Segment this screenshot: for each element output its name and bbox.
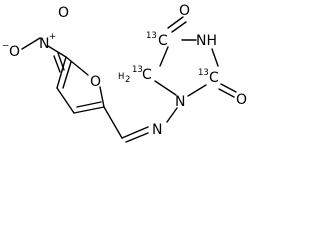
c13-right-iso: 13	[198, 68, 209, 78]
bond-c2-o-b	[218, 88, 235, 98]
structure-svg: O − N + O O N N H 2 13 C 13 C O NH 13 C …	[2, 3, 247, 143]
bond-nitro-o-double-b	[53, 55, 61, 73]
bond-o-c5	[65, 56, 89, 76]
atom-c13-top: C	[158, 33, 168, 49]
bond-ch-n-a	[121, 126, 149, 139]
bond-ch2-c4	[159, 46, 169, 67]
atom-nitro-n: N	[39, 36, 49, 52]
bond-c3-c2	[73, 106, 105, 114]
bond-c2-n1	[187, 84, 207, 97]
bond-c4-c3	[56, 87, 75, 114]
ch2-iso-label: 13	[132, 65, 143, 75]
charge-minus: −	[2, 41, 9, 51]
bond-c4-o-a	[171, 21, 187, 33]
atom-imine-n: N	[152, 122, 162, 138]
ch2-h-label: H	[118, 72, 124, 82]
bond-c2-ch	[103, 106, 123, 139]
bond-nitro-n-c5	[47, 45, 67, 58]
ch2-sub-label: 2	[125, 75, 130, 85]
bond-c3-c2-double	[76, 101, 102, 108]
bond-c5-c4	[56, 56, 67, 89]
atom-nitro-o-minus: O	[9, 44, 20, 60]
atom-ring-n1: N	[175, 94, 185, 110]
molecule-diagram: O − N + O O N N H 2 13 C 13 C O NH 13 C …	[2, 3, 247, 143]
bond-nitro-o-minus	[21, 37, 41, 50]
charge-plus: +	[49, 32, 56, 42]
atom-carbonyl-o-right: O	[236, 92, 247, 108]
bond-c4-o-b	[167, 16, 184, 29]
atom-ch2-c: C	[142, 67, 152, 83]
bond-ch-n-b	[125, 132, 149, 143]
bond-n1-ch2	[154, 80, 177, 96]
atom-c13-right: C	[209, 70, 219, 86]
bond-n-n1	[166, 107, 178, 123]
bond-c5-c4-double	[62, 61, 72, 89]
c13-top-iso: 13	[146, 31, 157, 41]
atom-carbonyl-o-top: O	[179, 3, 190, 19]
bond-c2-o	[99, 86, 105, 108]
atom-nitro-o-double: O	[58, 5, 69, 21]
atom-ring-nh: NH	[196, 33, 217, 49]
bond-nh-c2	[211, 48, 219, 67]
bond-c2-o-a	[220, 83, 237, 93]
atom-furan-o: O	[90, 74, 101, 90]
